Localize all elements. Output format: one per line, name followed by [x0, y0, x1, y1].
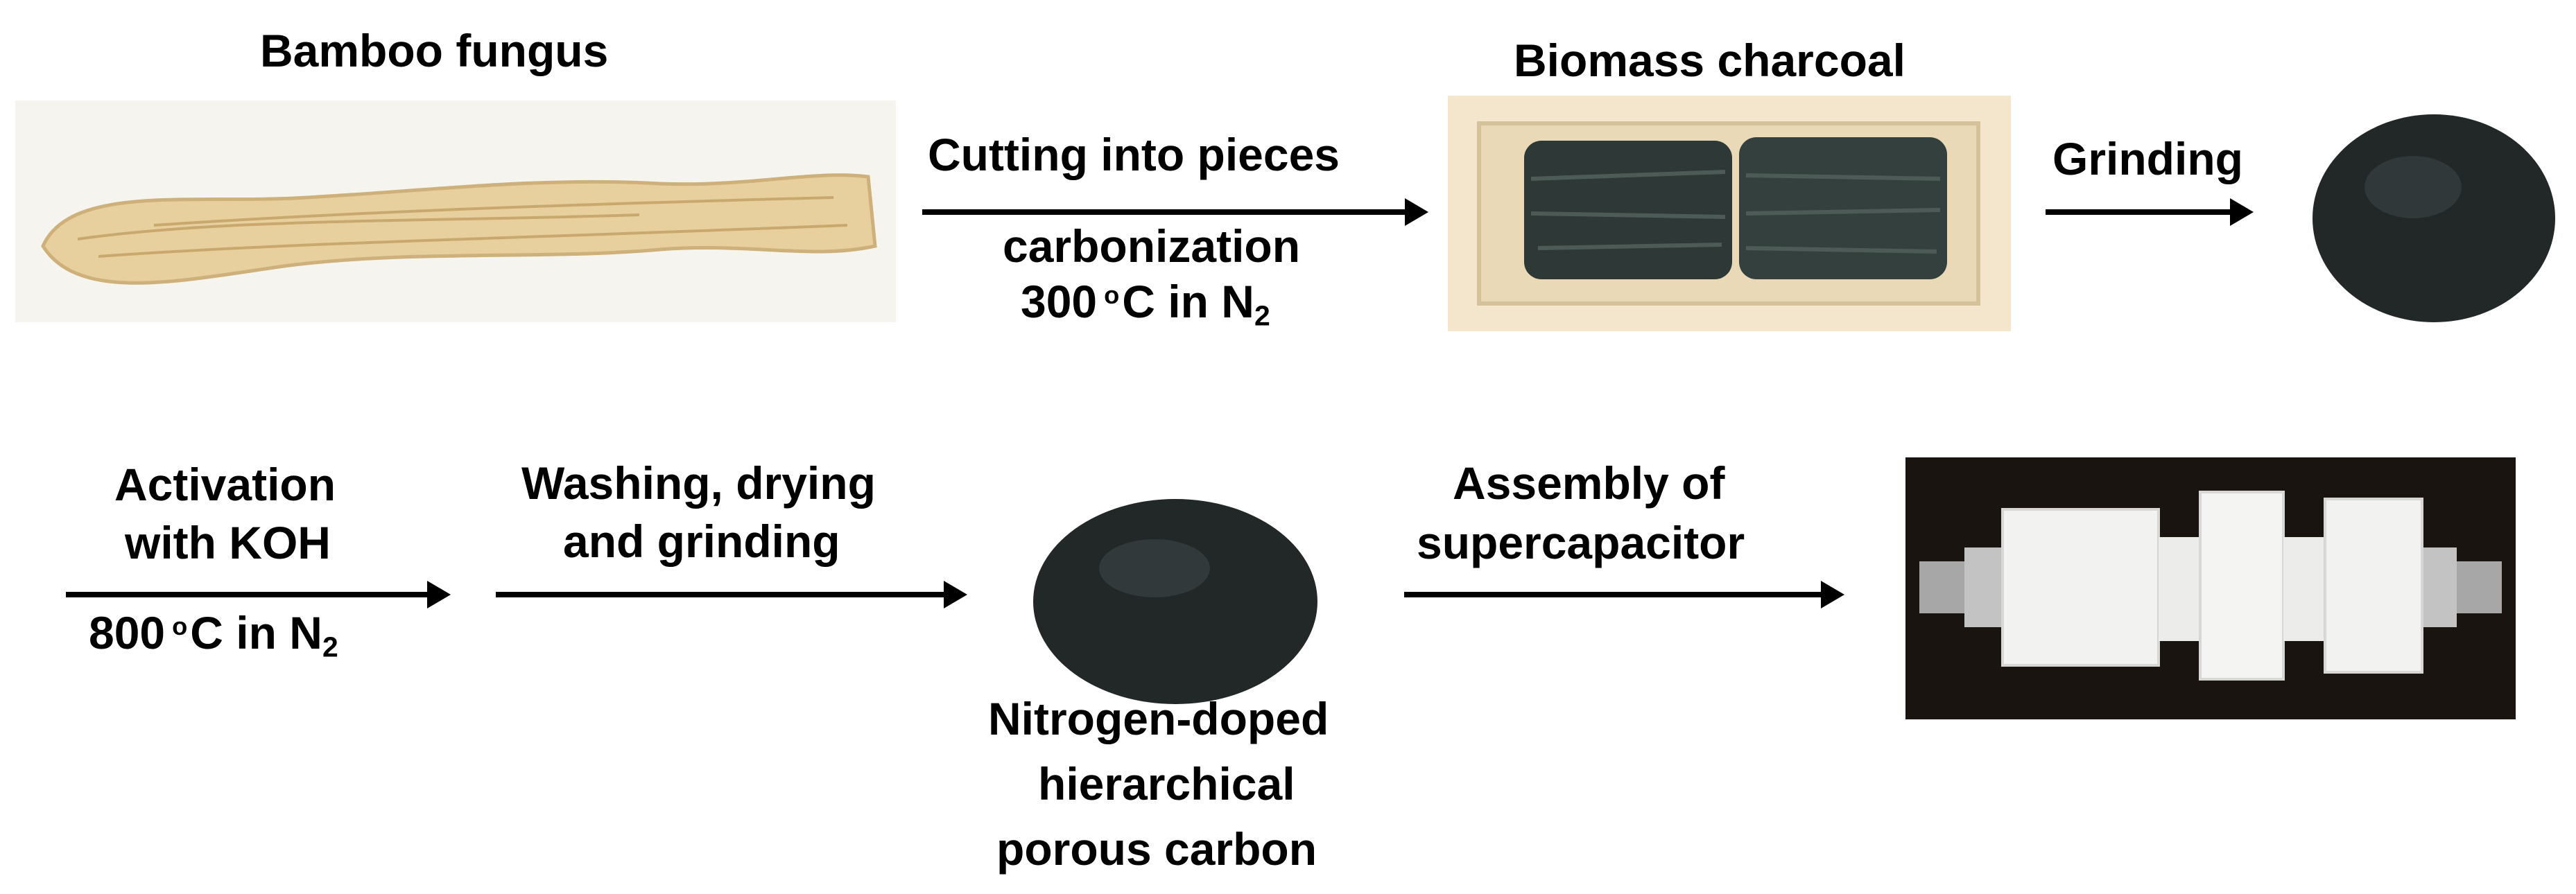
charcoal-powder-photo: [2313, 114, 2555, 322]
porous-carbon-powder-photo: [1033, 499, 1317, 704]
label-cutting-into-pieces: Cutting into pieces: [928, 129, 1340, 180]
label-biomass-charcoal: Biomass charcoal: [1514, 35, 1905, 86]
label-assembly-of: Assembly of: [1453, 457, 1725, 509]
label-supercapacitor: supercapacitor: [1417, 517, 1745, 568]
label-nitrogen-doped: Nitrogen-doped: [988, 693, 1329, 744]
arrow-3: [66, 581, 451, 608]
label-and-grinding: and grinding: [563, 516, 840, 567]
label-porous-carbon: porous carbon: [996, 823, 1317, 875]
label-grinding: Grinding: [2052, 133, 2243, 184]
supercapacitor-device-photo: [1905, 457, 2516, 719]
arrow-2: [2046, 198, 2254, 226]
biomass-charcoal-photo: [1448, 96, 2011, 331]
label-carbonization: carbonization: [1003, 220, 1301, 272]
arrow-4: [496, 581, 967, 608]
arrow-5: [1404, 581, 1844, 608]
arrow-1: [922, 198, 1428, 226]
bamboo-fungus-photo: [15, 100, 896, 322]
label-washing-drying: Washing, drying: [521, 457, 876, 509]
label-hierarchical: hierarchical: [1038, 758, 1295, 809]
label-with-koh: with KOH: [125, 517, 331, 568]
label-bamboo-fungus: Bamboo fungus: [260, 25, 609, 76]
label-activation: Activation: [114, 459, 336, 510]
